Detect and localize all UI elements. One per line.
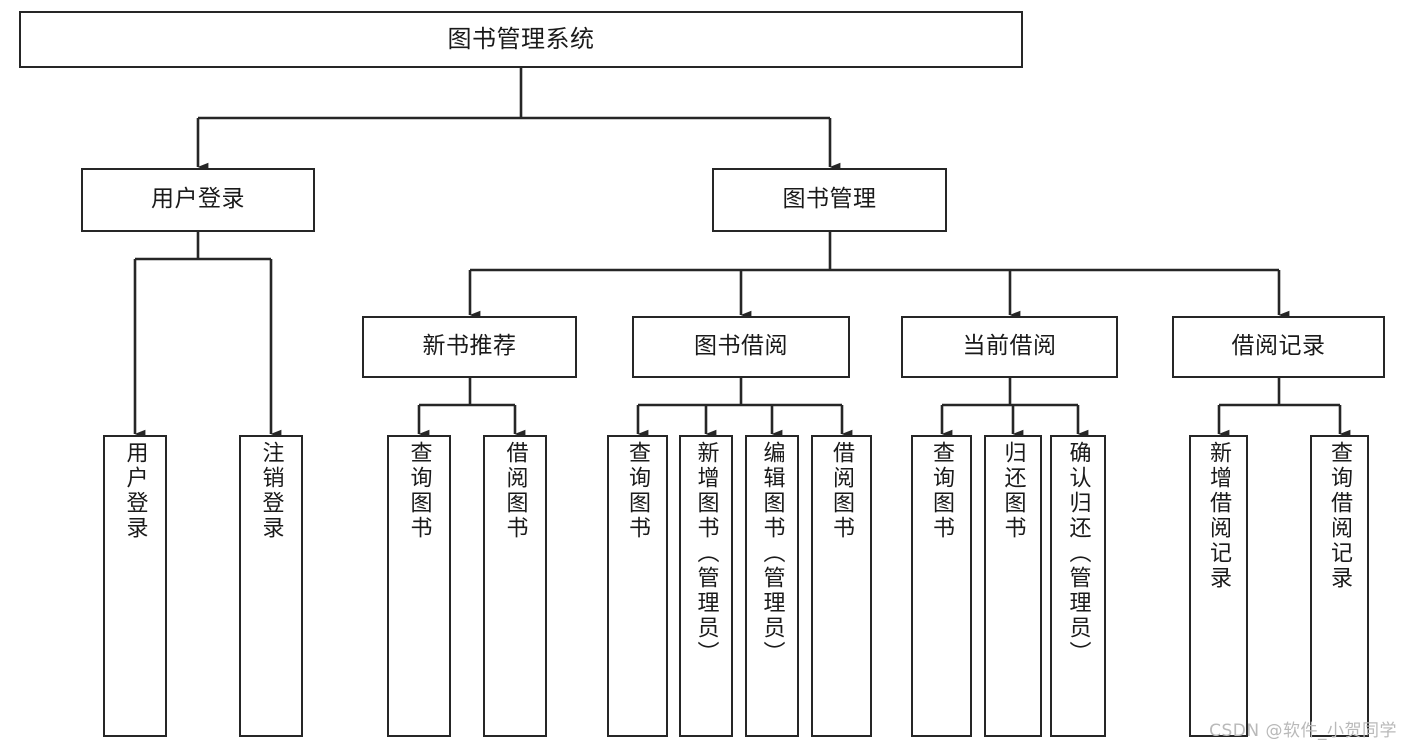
node-leaf-leaf-query-book-1[interactable]: 查询图书 bbox=[387, 435, 451, 737]
node-label: 查询图书 bbox=[625, 441, 651, 541]
node-label: 用户登录 bbox=[151, 186, 245, 213]
node-leaf-leaf-add-record[interactable]: 新增借阅记录 bbox=[1189, 435, 1248, 737]
node-level3-book-borrow[interactable]: 图书借阅 bbox=[632, 316, 850, 378]
node-label: 编辑图书（管理员） bbox=[759, 441, 785, 666]
node-level3-borrow-record[interactable]: 借阅记录 bbox=[1172, 316, 1385, 378]
node-label: 新增图书（管理员） bbox=[693, 441, 719, 666]
node-label: 图书管理系统 bbox=[447, 25, 595, 54]
node-label: 注销登录 bbox=[258, 441, 284, 541]
node-leaf-leaf-query-book-3[interactable]: 查询图书 bbox=[911, 435, 972, 737]
node-leaf-leaf-return-book[interactable]: 归还图书 bbox=[984, 435, 1042, 737]
node-label: 新增借阅记录 bbox=[1206, 441, 1232, 591]
node-level2-book-manage[interactable]: 图书管理 bbox=[712, 168, 947, 232]
node-label: 新书推荐 bbox=[422, 333, 517, 360]
node-root-root[interactable]: 图书管理系统 bbox=[19, 11, 1023, 68]
node-label: 查询借阅记录 bbox=[1327, 441, 1353, 591]
node-label: 当前借阅 bbox=[962, 333, 1057, 360]
node-label: 借阅记录 bbox=[1231, 333, 1326, 360]
node-leaf-leaf-borrow-book-1[interactable]: 借阅图书 bbox=[483, 435, 547, 737]
node-leaf-leaf-user-login[interactable]: 用户登录 bbox=[103, 435, 167, 737]
node-leaf-leaf-query-book-2[interactable]: 查询图书 bbox=[607, 435, 668, 737]
node-leaf-leaf-query-record[interactable]: 查询借阅记录 bbox=[1310, 435, 1369, 737]
node-label: 借阅图书 bbox=[829, 441, 855, 541]
node-leaf-leaf-logout[interactable]: 注销登录 bbox=[239, 435, 303, 737]
node-leaf-leaf-confirm-return[interactable]: 确认归还（管理员） bbox=[1050, 435, 1106, 737]
node-leaf-leaf-edit-book[interactable]: 编辑图书（管理员） bbox=[745, 435, 799, 737]
node-leaf-leaf-add-book[interactable]: 新增图书（管理员） bbox=[679, 435, 733, 737]
node-label: 归还图书 bbox=[1000, 441, 1026, 541]
node-label: 查询图书 bbox=[929, 441, 955, 541]
node-level3-new-book-rec[interactable]: 新书推荐 bbox=[362, 316, 577, 378]
node-leaf-leaf-borrow-book-2[interactable]: 借阅图书 bbox=[811, 435, 872, 737]
node-level3-current-borrow[interactable]: 当前借阅 bbox=[901, 316, 1118, 378]
node-label: 图书管理 bbox=[782, 186, 877, 213]
node-label: 借阅图书 bbox=[502, 441, 528, 541]
node-label: 图书借阅 bbox=[694, 333, 788, 360]
node-label: 查询图书 bbox=[406, 441, 432, 541]
node-label: 用户登录 bbox=[122, 441, 148, 541]
node-level2-user-login[interactable]: 用户登录 bbox=[81, 168, 315, 232]
node-label: 确认归还（管理员） bbox=[1065, 441, 1091, 666]
